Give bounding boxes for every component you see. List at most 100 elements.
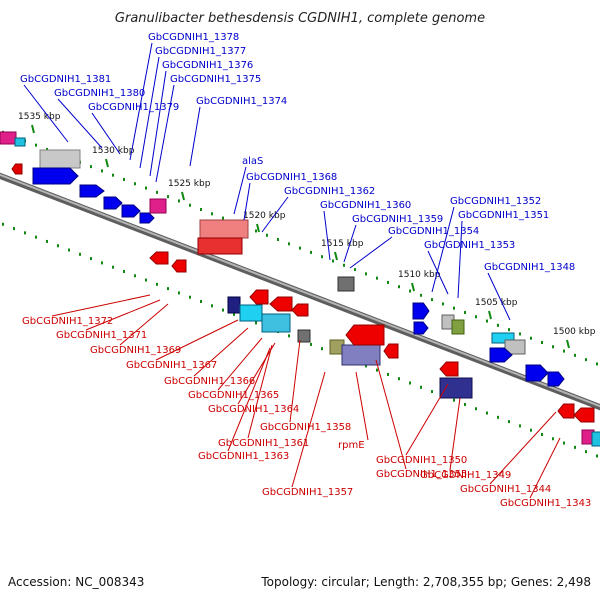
gene-arrow[interactable] — [489, 347, 513, 363]
gene-label[interactable]: GbCGDNIH1_1368 — [246, 172, 337, 183]
gene-arrow[interactable] — [79, 184, 105, 198]
tick-dot — [365, 364, 367, 368]
tick-dot — [398, 377, 400, 381]
gene-arrow[interactable] — [139, 212, 155, 224]
gene-label[interactable]: GbCGDNIH1_1377 — [155, 46, 246, 57]
gene-label[interactable]: GbCGDNIH1_1367 — [126, 360, 217, 371]
gene-label[interactable]: GbCGDNIH1_1358 — [260, 422, 351, 433]
gene-arrow[interactable] — [341, 344, 381, 366]
gene-label[interactable]: GbCGDNIH1_1359 — [352, 214, 443, 225]
gene-arrow[interactable] — [149, 251, 169, 265]
gene-arrow[interactable] — [239, 304, 263, 322]
leader-line — [155, 319, 239, 361]
gene-label[interactable]: GbCGDNIH1_1365 — [188, 390, 279, 401]
tick-dot — [541, 432, 543, 436]
gene-label[interactable]: GbCGDNIH1_1375 — [170, 74, 261, 85]
gene-label[interactable]: GbCGDNIH1_1357 — [262, 487, 353, 498]
gene-label[interactable]: GbCGDNIH1_1351 — [458, 210, 549, 221]
gene-arrow[interactable] — [32, 167, 79, 185]
gene-label[interactable]: GbCGDNIH1_1376 — [162, 60, 253, 71]
gene-shape — [199, 219, 249, 239]
gene-arrow[interactable] — [383, 343, 399, 359]
scale-tick — [105, 158, 109, 168]
gene-shape — [14, 137, 26, 147]
gene-arrow[interactable] — [11, 163, 23, 175]
gene-arrow[interactable] — [591, 431, 600, 447]
gene-label[interactable]: GbCGDNIH1_1371 — [56, 330, 147, 341]
gene-arrow[interactable] — [345, 324, 385, 346]
leader-line — [149, 70, 167, 177]
gene-arrow[interactable] — [261, 313, 291, 333]
gene-label[interactable]: GbCGDNIH1_1350 — [376, 455, 467, 466]
tick-dot — [288, 242, 290, 246]
tick-dot — [101, 169, 103, 173]
gene-arrow[interactable] — [573, 407, 595, 423]
gene-arrow[interactable] — [547, 371, 565, 387]
gene-arrow[interactable] — [291, 303, 309, 317]
gene-label[interactable]: GbCGDNIH1_1344 — [460, 484, 551, 495]
gene-label[interactable]: GbCGDNIH1_1362 — [284, 186, 375, 197]
gene-arrow[interactable] — [39, 149, 81, 169]
gene-shape — [439, 377, 473, 399]
gene-arrow[interactable] — [121, 204, 141, 218]
gene-label[interactable]: GbCGDNIH1_1363 — [198, 451, 289, 462]
tick-dot — [189, 295, 191, 299]
gene-arrow[interactable] — [297, 329, 311, 343]
gene-arrow[interactable] — [171, 259, 187, 273]
leader-line — [247, 344, 273, 439]
gene-shape — [337, 276, 355, 292]
gene-arrow[interactable] — [0, 131, 17, 145]
tick-dot — [519, 332, 521, 336]
gene-label[interactable]: GbCGDNIH1_1372 — [22, 316, 113, 327]
gene-label[interactable]: GbCGDNIH1_1374 — [196, 96, 287, 107]
tick-dot — [552, 345, 554, 349]
gene-label[interactable]: GbCGDNIH1_1379 — [88, 102, 179, 113]
gene-arrow[interactable] — [269, 296, 293, 312]
gene-arrow[interactable] — [439, 361, 459, 377]
gene-shape — [149, 198, 167, 214]
gene-arrow[interactable] — [412, 302, 430, 320]
gene-label[interactable]: GbCGDNIH1_1360 — [320, 200, 411, 211]
leader-line — [489, 411, 557, 485]
gene-label[interactable]: GbCGDNIH1_1352 — [450, 196, 541, 207]
tick-dot — [332, 259, 334, 263]
tick-dot — [123, 177, 125, 181]
gene-arrow[interactable] — [337, 276, 355, 292]
tick-dot — [530, 428, 532, 432]
gene-arrow[interactable] — [557, 403, 575, 419]
gene-label[interactable]: GbCGDNIH1_1378 — [148, 32, 239, 43]
gene-arrow[interactable] — [249, 289, 269, 305]
gene-label[interactable]: GbCGDNIH1_1381 — [20, 74, 111, 85]
gene-label[interactable]: GbCGDNIH1_1380 — [54, 88, 145, 99]
gene-arrow[interactable] — [197, 237, 243, 255]
gene-arrow[interactable] — [199, 219, 249, 239]
gene-label[interactable]: GbCGDNIH1_1364 — [208, 404, 299, 415]
scale-label: 1520 kbp — [243, 211, 286, 221]
gene-label[interactable]: GbCGDNIH1_1366 — [164, 376, 255, 387]
tick-dot — [79, 252, 81, 256]
gene-arrow[interactable] — [149, 198, 167, 214]
gene-label[interactable]: GbCGDNIH1_1353 — [424, 240, 515, 251]
gene-label[interactable]: alaS — [242, 156, 263, 167]
gene-label[interactable]: GbCGDNIH1_1354 — [388, 226, 479, 237]
gene-shape — [239, 304, 263, 322]
gene-label[interactable]: GbCGDNIH1_1361 — [218, 438, 309, 449]
tick-dot — [310, 342, 312, 346]
gene-arrow[interactable] — [227, 296, 241, 314]
leader-line — [227, 347, 271, 452]
tick-dot — [112, 173, 114, 177]
gene-arrow[interactable] — [103, 196, 123, 210]
gene-label[interactable]: GbCGDNIH1_1343 — [500, 498, 591, 509]
gene-label[interactable]: GbCGDNIH1_1349 — [420, 470, 511, 481]
gene-arrow[interactable] — [14, 137, 26, 147]
gene-label[interactable]: rpmE — [338, 440, 365, 451]
tick-dot — [266, 233, 268, 237]
gene-label[interactable]: GbCGDNIH1_1348 — [484, 262, 575, 273]
gene-arrow[interactable] — [451, 319, 465, 335]
gene-label[interactable]: GbCGDNIH1_1355 — [376, 469, 467, 480]
gene-arrow[interactable] — [525, 364, 549, 382]
gene-label[interactable]: GbCGDNIH1_1369 — [90, 345, 181, 356]
leader-line — [233, 166, 247, 215]
gene-arrow[interactable] — [413, 321, 429, 335]
gene-arrow[interactable] — [439, 377, 473, 399]
